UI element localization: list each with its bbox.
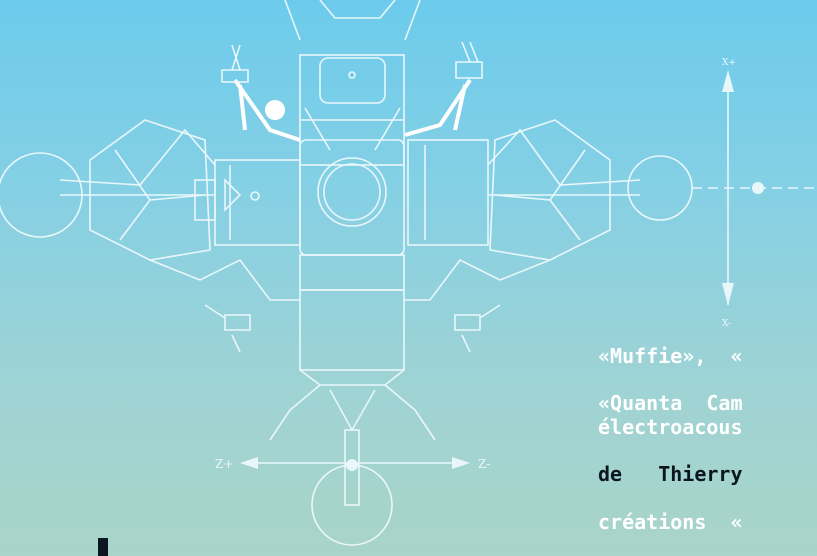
text-line-2: «Quanta Cam: [598, 391, 743, 415]
text-line-5: créations «: [598, 510, 743, 534]
text-line-3: électroacous: [598, 415, 743, 439]
x-minus-label: X-: [722, 319, 731, 329]
text-line-4: de Thierry: [598, 462, 743, 486]
z-plus-label: Z+: [215, 457, 233, 471]
z-minus-label: Z-: [478, 457, 490, 471]
text-line-1: «Muffie», «: [598, 344, 743, 368]
x-plus-label: X+: [722, 58, 736, 68]
cursor-mark: [98, 538, 108, 556]
